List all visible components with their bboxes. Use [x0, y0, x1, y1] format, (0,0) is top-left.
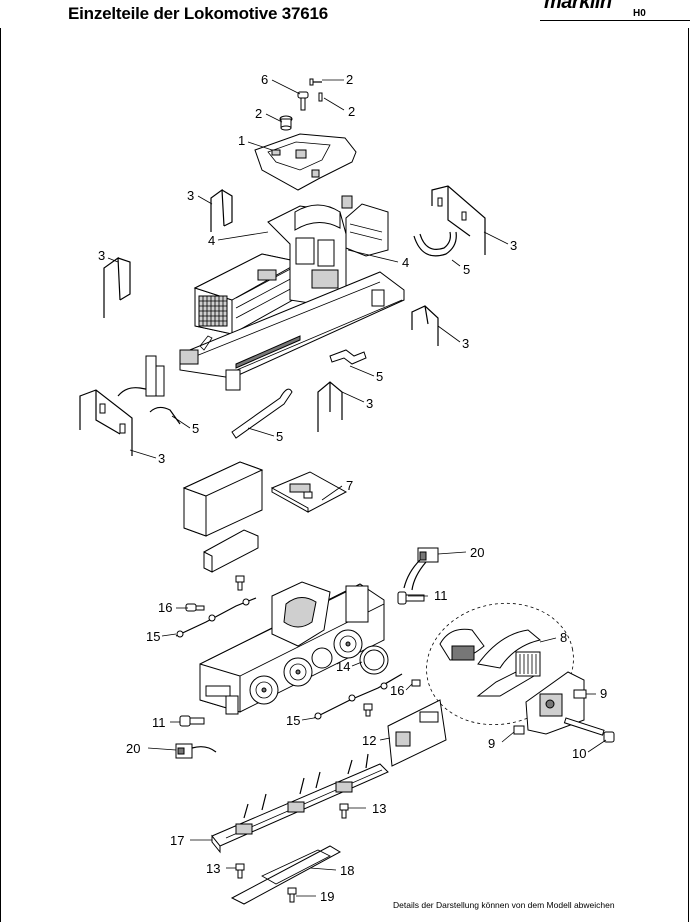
- part-circuit-board-7: [270, 471, 348, 513]
- brand-scale: H0: [633, 8, 646, 19]
- part-handrail-3-bottom-left: [79, 389, 133, 456]
- part-weight-upper: [182, 461, 264, 537]
- part-bottom-plate-17: [211, 753, 389, 854]
- part-screw-11-lower: [179, 715, 205, 727]
- part-chassis: [199, 581, 385, 715]
- callout-9b: 9: [488, 736, 495, 751]
- callout-15a: 15: [146, 629, 160, 644]
- footnote: Details der Darstellung können von dem M…: [393, 900, 615, 910]
- frame-left-border: [0, 28, 1, 922]
- callout-11b: 11: [152, 715, 166, 730]
- callout-6: 6: [261, 72, 268, 87]
- part-clip-9-lower: [513, 725, 525, 735]
- part-screw-19: [287, 887, 297, 903]
- part-connector-20-upper: [403, 547, 439, 591]
- header-rule: [540, 20, 690, 21]
- callout-3c: 3: [510, 238, 517, 253]
- part-step-5-left: [117, 355, 181, 425]
- part-connector-20-lower: [175, 743, 217, 759]
- callout-3f: 3: [158, 451, 165, 466]
- part-screw-6: [297, 91, 309, 111]
- part-base-plate-18: [230, 845, 342, 905]
- part-coupling-assembly-8: [426, 602, 574, 726]
- callout-2b: 2: [348, 104, 355, 119]
- chassis-wheel-1: [249, 675, 279, 705]
- callout-3d: 3: [462, 336, 469, 351]
- chassis-wheel-3: [311, 647, 333, 669]
- callout-5d: 5: [276, 429, 283, 444]
- part-plate-1: [254, 133, 357, 191]
- part-screw-13-lower: [235, 863, 245, 879]
- part-bushing-2c: [279, 115, 293, 131]
- callout-5b: 5: [376, 369, 383, 384]
- part-step-5-lower: [231, 388, 293, 439]
- part-weight-lower: [203, 529, 259, 573]
- callout-3b: 3: [98, 248, 105, 263]
- callout-4b: 4: [402, 255, 409, 270]
- callout-3e: 3: [366, 396, 373, 411]
- part-step-5-mid: [329, 349, 367, 365]
- callout-13a: 13: [372, 801, 386, 816]
- part-pin-2b: [318, 92, 323, 102]
- callout-2c: 2: [255, 106, 262, 121]
- callout-2a: 2: [346, 72, 353, 87]
- brand-logo: märklin: [544, 0, 612, 13]
- part-screw-16-lower: [363, 679, 421, 717]
- callout-16a: 16: [158, 600, 172, 615]
- part-traction-tire-14: [359, 645, 389, 675]
- callout-20a: 20: [470, 545, 484, 560]
- callout-17: 17: [170, 833, 184, 848]
- part-handrail-3-center: [317, 381, 343, 432]
- chassis-wheel-4: [333, 629, 363, 659]
- callout-5c: 5: [192, 421, 199, 436]
- callout-10: 10: [572, 746, 586, 761]
- part-locomotive-body: [193, 195, 389, 335]
- grille-front: [198, 295, 228, 327]
- callout-14: 14: [336, 659, 350, 674]
- part-handrail-3-right-top: [431, 185, 486, 255]
- frame-right-border: [688, 28, 689, 922]
- callout-9a: 9: [600, 686, 607, 701]
- page-title: Einzelteile der Lokomotive 37616: [68, 4, 329, 23]
- chassis-wheel-2: [283, 657, 313, 687]
- part-contact-spring-15-upper: [175, 597, 257, 638]
- callout-7: 7: [346, 478, 353, 493]
- callout-13b: 13: [206, 861, 220, 876]
- part-frame-running-board: [179, 271, 405, 391]
- callout-19: 19: [320, 889, 334, 904]
- part-screw-10: [563, 717, 615, 743]
- callout-16b: 16: [390, 683, 404, 698]
- callout-11a: 11: [434, 588, 448, 603]
- leader-lines: [107, 79, 607, 897]
- part-handrail-3-right-mid: [411, 305, 439, 346]
- callout-5a: 5: [463, 262, 470, 277]
- part-decoder-board-12: [387, 699, 447, 767]
- callout-20b: 20: [126, 741, 140, 756]
- part-handrail-3-left: [103, 256, 131, 318]
- part-contact-spring-15-lower: [313, 673, 403, 720]
- part-screw-13-upper: [339, 803, 349, 819]
- callout-8: 8: [560, 630, 567, 645]
- part-end-plate: [525, 671, 585, 735]
- callout-3a: 3: [187, 188, 194, 203]
- part-screw-16-upper: [185, 575, 245, 612]
- callout-15b: 15: [286, 713, 300, 728]
- callout-12: 12: [362, 733, 376, 748]
- callout-4a: 4: [208, 233, 215, 248]
- part-screw-11-upper: [397, 591, 425, 605]
- callout-18: 18: [340, 863, 354, 878]
- part-step-5-right-top: [413, 231, 457, 257]
- callout-1: 1: [238, 133, 245, 148]
- part-handrail-3-top-left: [210, 188, 233, 232]
- part-clip-9-upper: [573, 689, 587, 699]
- part-pin-2a: [309, 78, 322, 86]
- callout-labels: 6 2 2 2 1 3 3 4 4 3 5 3 5 3 5 5 3 7 20 1…: [98, 72, 607, 904]
